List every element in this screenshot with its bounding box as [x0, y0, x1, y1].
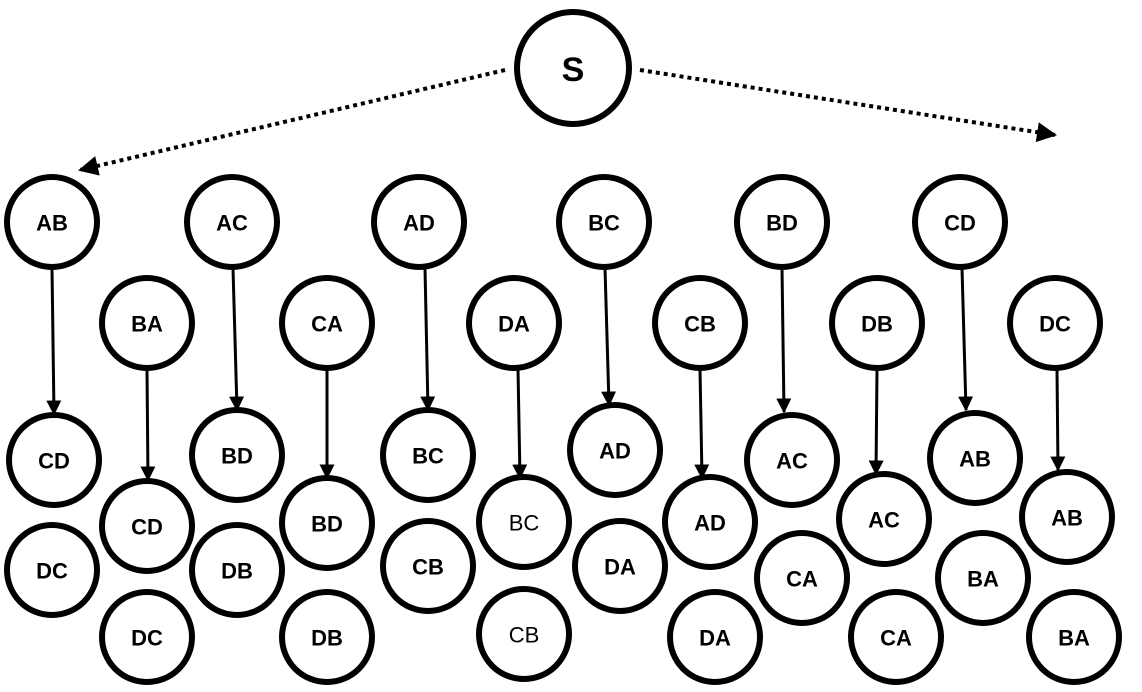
- edge-cd: [958, 267, 974, 412]
- child-node: CA: [848, 589, 944, 685]
- node-label: AD: [599, 439, 631, 464]
- edge-da: [512, 368, 528, 480]
- node-label: DC: [1039, 312, 1071, 337]
- node-label: CA: [311, 312, 343, 337]
- top-node-ab: AB: [4, 174, 100, 270]
- child-node: BA: [935, 530, 1031, 626]
- edge-bc: [601, 267, 617, 407]
- root-edge-right: [639, 68, 1057, 143]
- child-node: CB: [476, 586, 572, 682]
- node-label: BC: [412, 444, 444, 469]
- node-label: DA: [498, 312, 530, 337]
- node-label: AC: [868, 508, 900, 533]
- node-label: CD: [944, 211, 976, 236]
- root-node: S: [514, 9, 632, 127]
- second-node-da: DA: [466, 275, 562, 371]
- node-label: AD: [694, 511, 726, 536]
- child-node: CD: [99, 478, 195, 574]
- node-label: BD: [311, 512, 343, 537]
- node-label: BC: [509, 511, 540, 536]
- node-label: BD: [221, 444, 253, 469]
- node-label: BA: [131, 312, 163, 337]
- node-label: CA: [880, 626, 912, 651]
- node-label: CD: [131, 515, 163, 540]
- node-label: BA: [967, 567, 999, 592]
- node-label: DB: [221, 559, 253, 584]
- child-node: DA: [667, 589, 763, 685]
- node-label: CB: [509, 623, 540, 648]
- second-node-cb: CB: [652, 275, 748, 371]
- node-label: AB: [36, 211, 68, 236]
- child-node: AD: [567, 402, 663, 498]
- child-node: DB: [279, 589, 375, 685]
- edge-db: [868, 368, 884, 476]
- top-node-bc: BC: [556, 174, 652, 270]
- child-node: AD: [662, 474, 758, 570]
- node-label: CA: [786, 567, 818, 592]
- second-node-ca: CA: [279, 275, 375, 371]
- child-node: CB: [380, 518, 476, 614]
- child-node: BC: [380, 407, 476, 503]
- node-label: AB: [959, 447, 991, 472]
- child-node: BD: [279, 475, 375, 571]
- child-node: BA: [1026, 589, 1122, 685]
- node-label: BC: [588, 211, 620, 236]
- edge-dc: [1050, 368, 1066, 472]
- node-label: DC: [131, 626, 163, 651]
- node-label: AC: [216, 211, 248, 236]
- node-label: DC: [36, 559, 68, 584]
- node-label: AC: [776, 449, 808, 474]
- second-node-dc: DC: [1007, 275, 1103, 371]
- root-label: S: [562, 51, 585, 89]
- edge-ad: [420, 267, 436, 412]
- edge-ba: [140, 368, 156, 482]
- top-node-ac: AC: [184, 174, 280, 270]
- node-label: CD: [38, 449, 70, 474]
- top-node-bd: BD: [734, 174, 830, 270]
- second-node-ba: BA: [99, 275, 195, 371]
- root-edge-left: [78, 68, 506, 176]
- child-node: AB: [927, 410, 1023, 506]
- child-node: AB: [1019, 469, 1115, 565]
- edge-cb: [694, 368, 710, 480]
- top-node-ad: AD: [371, 174, 467, 270]
- node-label: DA: [699, 626, 731, 651]
- second-node-db: DB: [829, 275, 925, 371]
- node-label: AD: [403, 211, 435, 236]
- edge-bd: [776, 267, 792, 414]
- child-node: CD: [6, 412, 102, 508]
- child-node: DA: [572, 518, 668, 614]
- node-label: BD: [766, 211, 798, 236]
- child-node: AC: [744, 412, 840, 508]
- child-node: DC: [99, 589, 195, 685]
- node-label: CB: [684, 312, 716, 337]
- node-label: CB: [412, 555, 444, 580]
- node-label: DA: [604, 555, 636, 580]
- top-node-cd: CD: [912, 174, 1008, 270]
- node-label: DB: [311, 626, 343, 651]
- edge-ac: [229, 267, 245, 412]
- child-node: CA: [754, 530, 850, 626]
- node-label: AB: [1051, 506, 1083, 531]
- child-node: AC: [836, 471, 932, 567]
- child-node: BC: [476, 474, 572, 570]
- child-node: BD: [189, 407, 285, 503]
- child-node: DB: [189, 522, 285, 618]
- edge-ab: [46, 267, 62, 416]
- node-label: BA: [1058, 626, 1090, 651]
- node-label: DB: [861, 312, 893, 337]
- child-node: DC: [4, 522, 100, 618]
